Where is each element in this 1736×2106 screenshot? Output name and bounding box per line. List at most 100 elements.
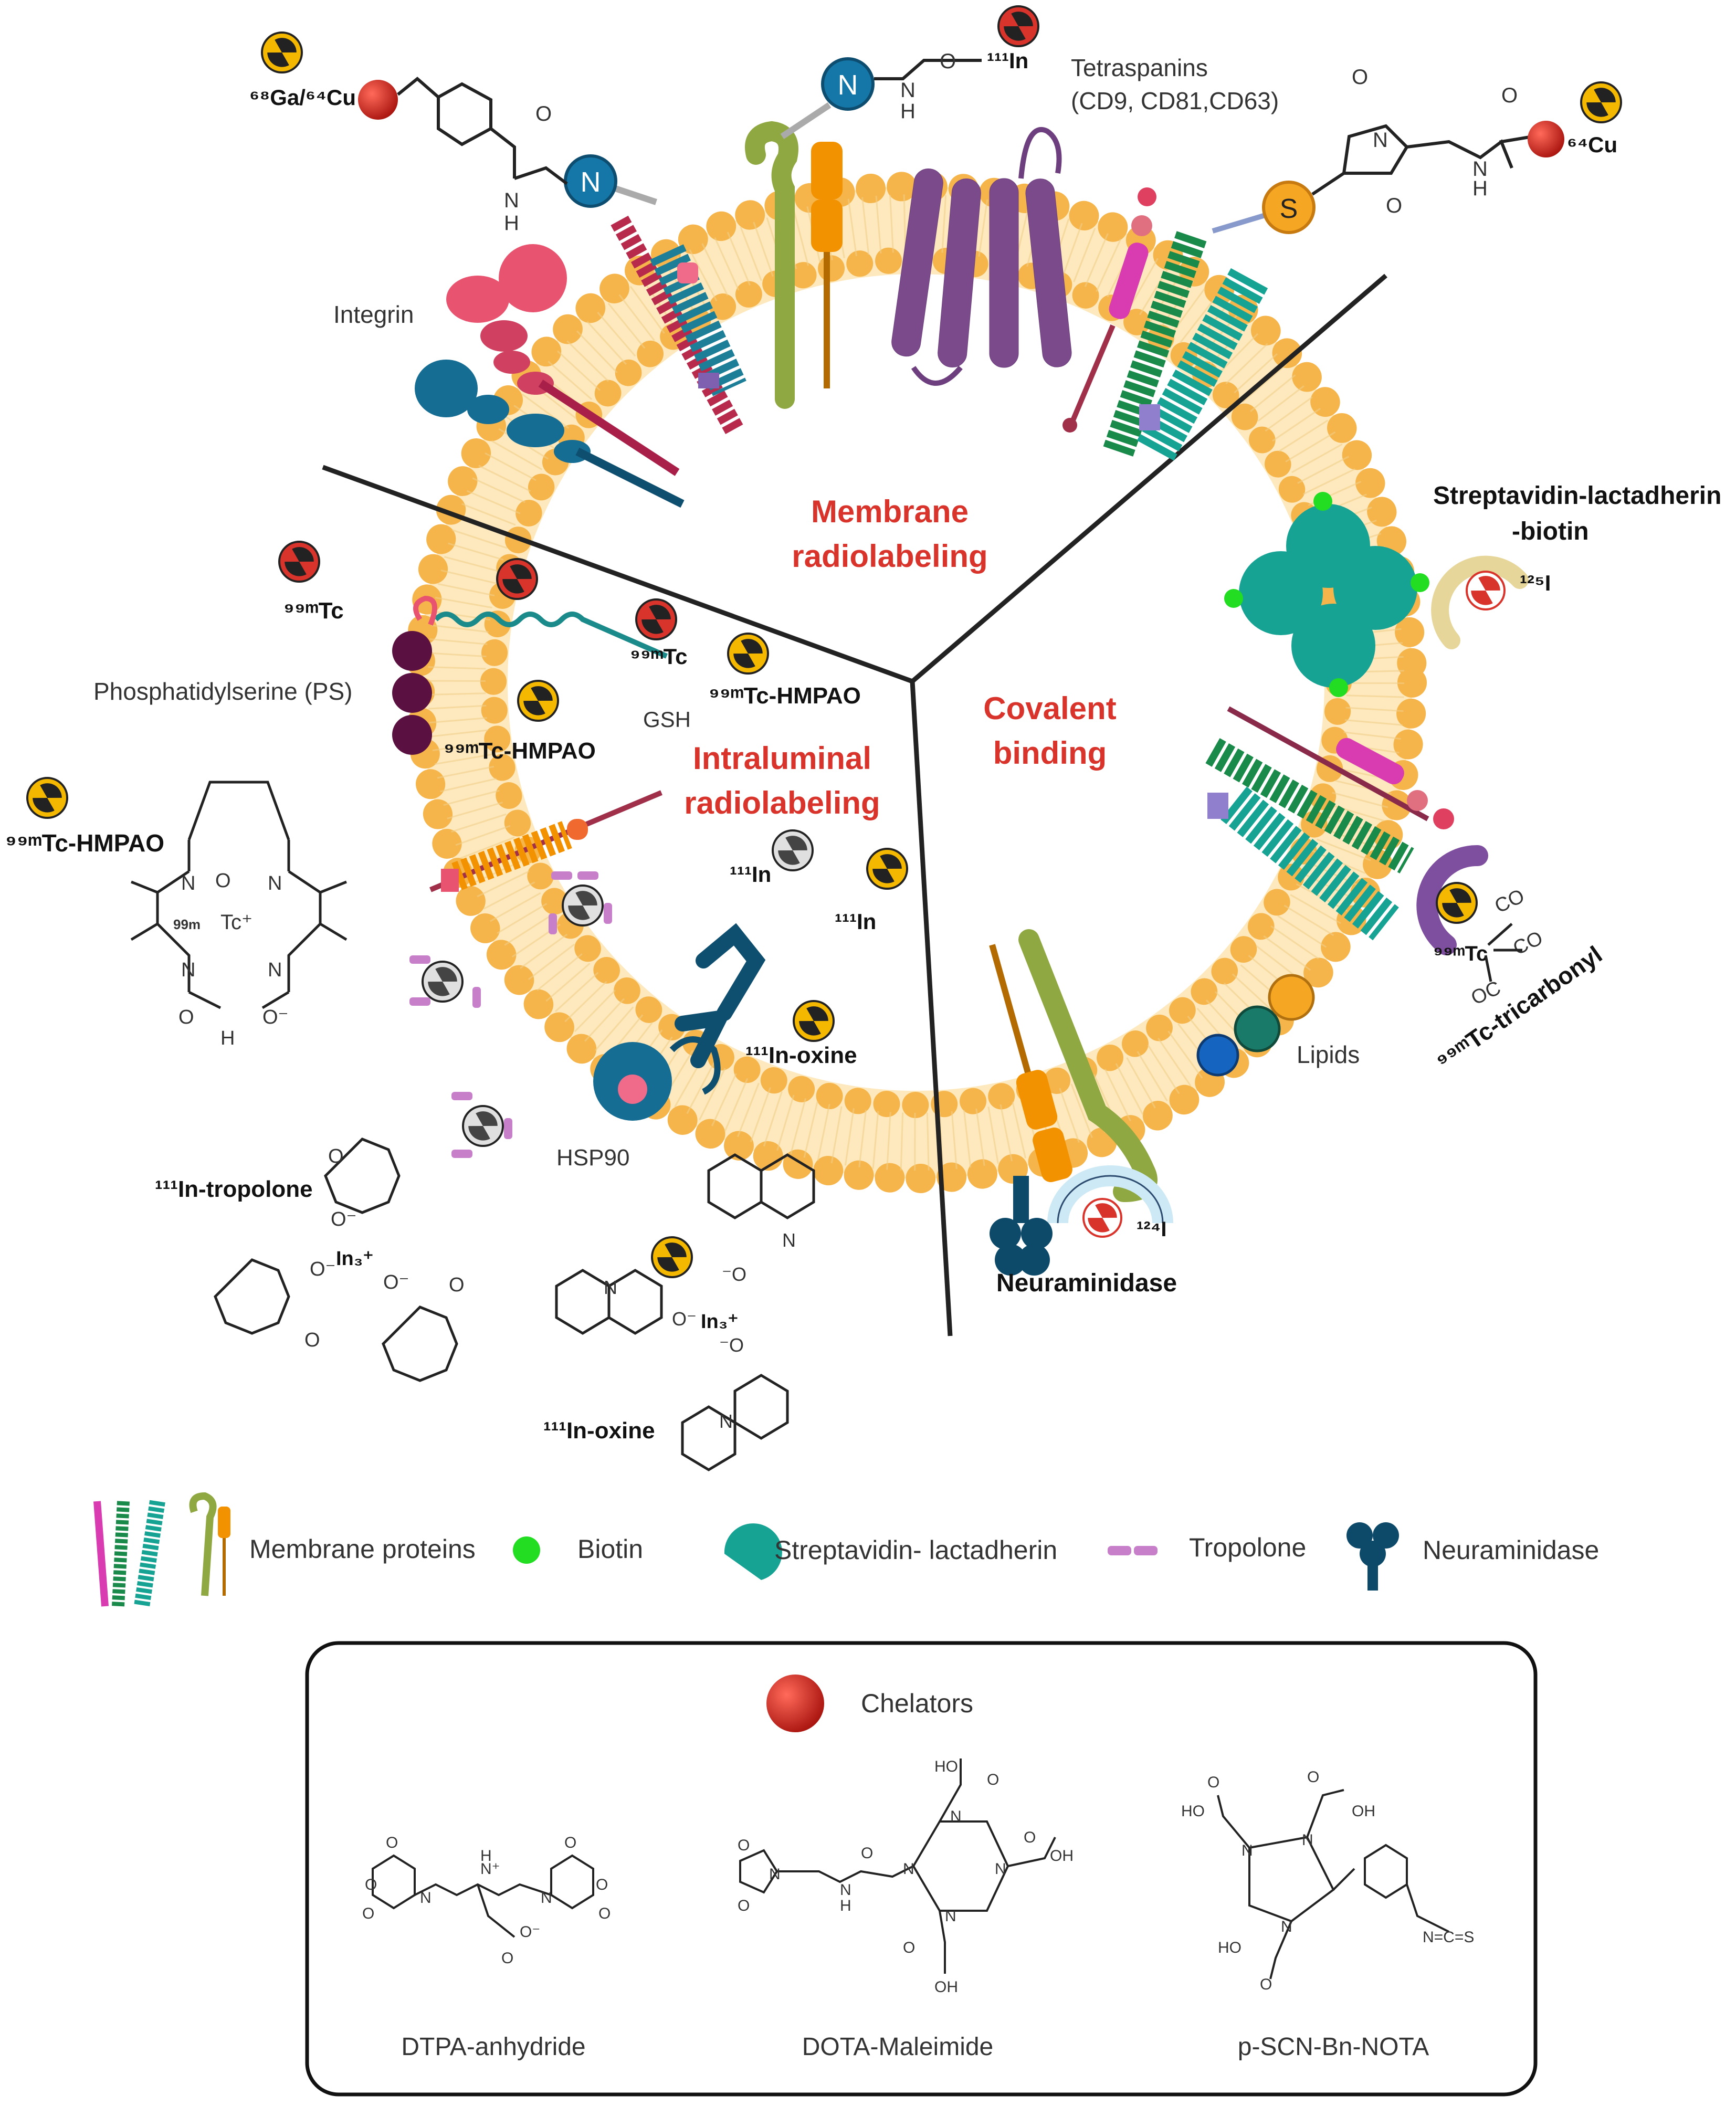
section-title-membrane: Membrane radiolabeling	[792, 494, 987, 574]
svg-text:N: N	[903, 1860, 914, 1878]
svg-text:HO: HO	[934, 1758, 958, 1775]
scn-bn-nota-structure	[1217, 1789, 1449, 1979]
svg-text:O: O	[1307, 1768, 1319, 1786]
radiation-icon-yellow	[793, 1000, 835, 1042]
legend-neuraminidase-icon	[1346, 1522, 1399, 1591]
svg-text:N: N	[1472, 157, 1488, 181]
svg-text:N: N	[769, 1866, 781, 1883]
legend-membrane-proteins: Membrane proteins	[249, 1534, 476, 1564]
svg-text:N: N	[268, 872, 282, 894]
neuraminidase-icon	[990, 1176, 1053, 1276]
radiation-icon-red-light	[1082, 1198, 1122, 1238]
svg-text:N: N	[268, 959, 282, 981]
chelator-name-dtpa: DTPA-anhydride	[401, 2033, 585, 2061]
svg-text:radiolabeling: radiolabeling	[792, 539, 987, 574]
dota-maleimide-structure	[739, 1758, 1056, 1974]
svg-text:⁹⁹ᵐTc-HMPAO: ⁹⁹ᵐTc-HMPAO	[5, 829, 164, 857]
svg-text:OC: OC	[1468, 977, 1504, 1009]
legend: Membrane proteins Biotin Streptavidin- l…	[93, 1492, 1599, 1608]
svg-text:¹¹¹In: ¹¹¹In	[987, 48, 1028, 73]
svg-text:O: O	[1024, 1829, 1036, 1846]
svg-text:O: O	[1501, 84, 1518, 107]
membrane-protein-orange	[811, 142, 843, 388]
svg-text:N: N	[900, 79, 916, 102]
chelators-box	[305, 1641, 1538, 2097]
svg-text:radiolabeling: radiolabeling	[684, 785, 880, 820]
svg-text:H: H	[480, 1847, 492, 1865]
section-dividers	[322, 273, 1387, 1336]
radiation-icon-yellow	[1580, 81, 1622, 123]
svg-text:binding: binding	[993, 735, 1107, 771]
svg-text:H: H	[504, 212, 519, 235]
vesicle	[405, 172, 1427, 1193]
membrane-protein-green-hook	[745, 121, 798, 409]
svg-text:N: N	[840, 1881, 851, 1899]
svg-text:O: O	[596, 1876, 608, 1893]
svg-text:O⁻: O⁻	[520, 1923, 540, 1941]
svg-text:O: O	[362, 1905, 374, 1922]
legend-biotin: Biotin	[577, 1534, 643, 1564]
s-linker-right: S	[1212, 181, 1316, 234]
svg-text:OH: OH	[1050, 1847, 1074, 1865]
svg-text:¹¹¹In-tropolone: ¹¹¹In-tropolone	[155, 1176, 313, 1202]
label-in111-b: ¹¹¹In	[835, 909, 876, 934]
label-neuraminidase: Neuraminidase	[996, 1269, 1177, 1297]
biotin-dot	[1313, 492, 1332, 511]
svg-text:O⁻: O⁻	[331, 1208, 357, 1230]
svg-text:HO: HO	[1218, 1939, 1241, 1956]
radiation-icon-grey	[562, 884, 604, 926]
svg-text:N: N	[1302, 1831, 1313, 1849]
svg-text:In₃⁺: In₃⁺	[336, 1248, 373, 1270]
svg-text:O: O	[365, 1876, 377, 1893]
svg-text:H: H	[840, 1897, 851, 1914]
svg-text:O: O	[861, 1845, 873, 1862]
radiation-icon-red	[635, 598, 677, 640]
svg-text:O: O	[987, 1771, 999, 1788]
svg-text:N: N	[945, 1908, 956, 1925]
label-streptavidin-biotin: Streptavidin-lactadherin	[1433, 482, 1721, 510]
label-tc-hmpao-inner1: ⁹⁹ᵐTc-HMPAO	[709, 683, 861, 709]
label-in-oxine-inner: ¹¹¹In-oxine	[745, 1043, 857, 1068]
radiation-icon-yellow	[1436, 882, 1478, 924]
label-i125: ¹²⁵I	[1520, 571, 1551, 595]
svg-text:N: N	[420, 1889, 432, 1907]
chelator-name-dota: DOTA-Maleimide	[802, 2033, 994, 2061]
svg-text:O⁻: O⁻	[672, 1308, 697, 1330]
streptavidin-lactadherin-complex	[1224, 492, 1529, 697]
svg-text:N: N	[181, 872, 195, 894]
vesicle-lumen	[508, 274, 1324, 1091]
hydroxylamine-linker: N H O ¹¹¹In	[874, 48, 1028, 123]
lipid-conjugates	[1196, 974, 1315, 1077]
radiation-icon-red-light	[1466, 571, 1506, 610]
svg-text:O: O	[304, 1329, 320, 1351]
svg-text:O: O	[1386, 194, 1402, 217]
svg-text:H: H	[900, 100, 916, 123]
chelator-name-nota: p-SCN-Bn-NOTA	[1238, 2033, 1429, 2061]
label-streptavidin-biotin-2: -biotin	[1512, 518, 1589, 545]
radiation-icon-grey	[422, 961, 464, 1003]
membrane-protein-left-stack	[429, 790, 662, 892]
label-gsh: GSH	[643, 707, 691, 732]
label-tc-hmpao-inner2: ⁹⁹ᵐTc-HMPAO	[444, 738, 596, 764]
svg-text:CO: CO	[1510, 927, 1546, 960]
svg-text:O: O	[386, 1834, 398, 1851]
label-lipids: Lipids	[1297, 1041, 1360, 1068]
section-title-intraluminal: Intraluminal radiolabeling	[684, 741, 880, 820]
svg-text:O: O	[1352, 66, 1368, 89]
radiation-icon-yellow	[261, 31, 303, 73]
chelator-ball	[358, 80, 398, 120]
svg-text:O: O	[501, 1950, 513, 1967]
svg-text:O⁻: O⁻	[383, 1271, 409, 1293]
svg-text:H: H	[1472, 177, 1488, 200]
svg-text:Membrane: Membrane	[811, 494, 969, 529]
atp-icon	[618, 1075, 647, 1104]
radiation-icon-yellow	[727, 633, 769, 675]
chelator-legend-ball	[766, 1675, 824, 1732]
svg-text:N: N	[504, 189, 519, 212]
maleimide-cu64: O O N O N H ⁶⁴Cu	[1311, 66, 1617, 217]
chelators-title: Chelators	[861, 1689, 973, 1718]
svg-text:N: N	[1373, 129, 1388, 152]
svg-text:O: O	[535, 102, 552, 125]
membrane-protein-right-stack	[1205, 738, 1414, 941]
